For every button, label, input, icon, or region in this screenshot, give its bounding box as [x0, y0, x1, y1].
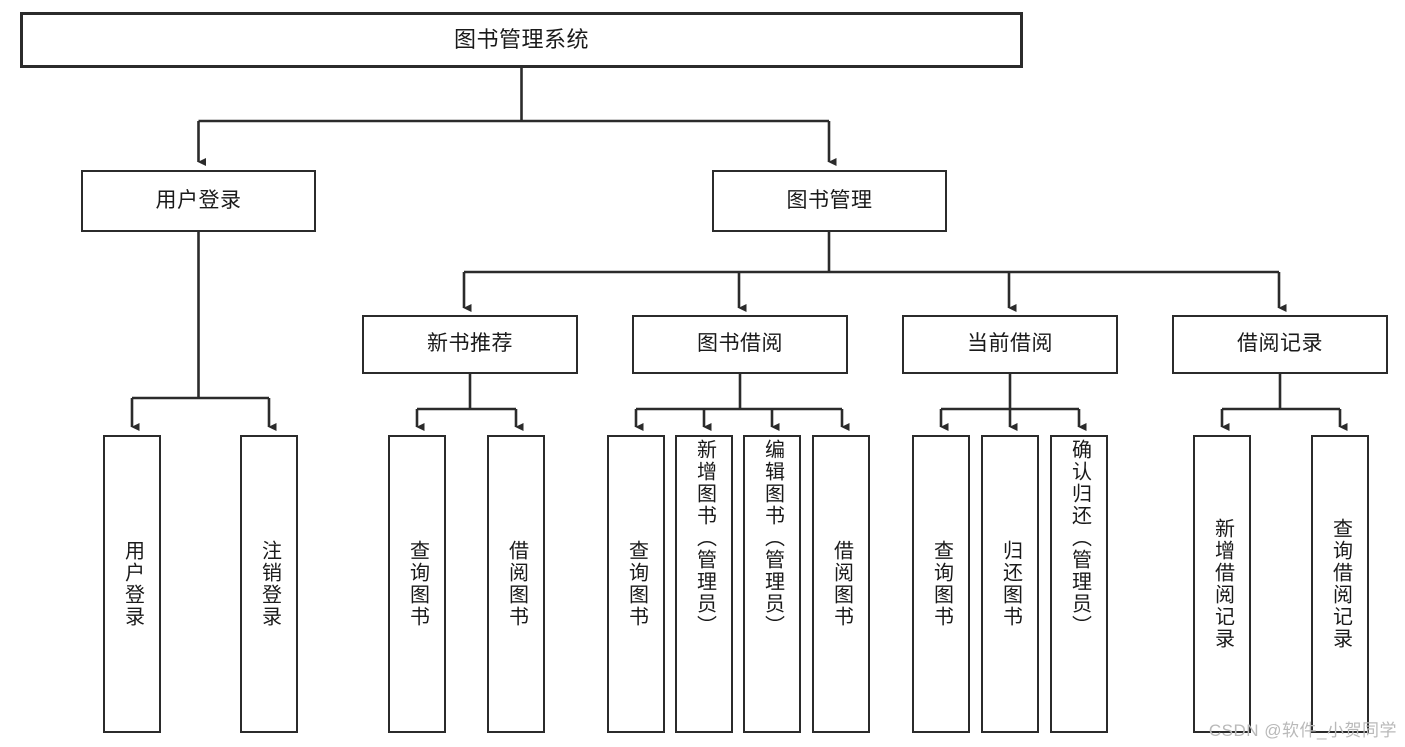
leaf-record-query-record[interactable]: 查询借阅记录 [1311, 435, 1369, 733]
leaf-borrow-edit-book-admin[interactable]: 编辑图书（管理员） [743, 435, 801, 733]
node-label: 查询图书 [406, 540, 429, 628]
leaf-recommend-query-book[interactable]: 查询图书 [388, 435, 446, 733]
leaf-borrow-query-book[interactable]: 查询图书 [607, 435, 665, 733]
leaf-current-query-book[interactable]: 查询图书 [912, 435, 970, 733]
node-label: 用户登录 [121, 540, 144, 628]
node-label: 新书推荐 [427, 332, 513, 356]
node-label: 编辑图书（管理员） [761, 439, 784, 637]
leaf-current-confirm-return-admin[interactable]: 确认归还（管理员） [1050, 435, 1108, 733]
leaf-recommend-borrow-book[interactable]: 借阅图书 [487, 435, 545, 733]
node-borrow-record[interactable]: 借阅记录 [1172, 315, 1388, 374]
node-label: 注销登录 [258, 540, 281, 628]
node-label: 查询图书 [625, 540, 648, 628]
node-label: 确认归还（管理员） [1068, 439, 1091, 637]
node-label: 查询借阅记录 [1329, 518, 1352, 650]
node-book-borrow[interactable]: 图书借阅 [632, 315, 848, 374]
node-label: 归还图书 [999, 540, 1022, 628]
node-label: 当前借阅 [967, 332, 1053, 356]
leaf-current-return-book[interactable]: 归还图书 [981, 435, 1039, 733]
node-label: 图书借阅 [697, 332, 783, 356]
node-label: 查询图书 [930, 540, 953, 628]
node-label: 新增图书（管理员） [693, 439, 716, 637]
leaf-user-logout[interactable]: 注销登录 [240, 435, 298, 733]
leaf-borrow-borrow-book[interactable]: 借阅图书 [812, 435, 870, 733]
node-user-login[interactable]: 用户登录 [81, 170, 316, 232]
leaf-borrow-add-book-admin[interactable]: 新增图书（管理员） [675, 435, 733, 733]
leaf-user-login[interactable]: 用户登录 [103, 435, 161, 733]
leaf-record-add-record[interactable]: 新增借阅记录 [1193, 435, 1251, 733]
node-root-system[interactable]: 图书管理系统 [20, 12, 1023, 68]
node-label: 新增借阅记录 [1211, 518, 1234, 650]
node-label: 借阅图书 [830, 540, 853, 628]
node-label: 借阅图书 [505, 540, 528, 628]
node-label: 用户登录 [155, 188, 242, 212]
node-label: 图书管理系统 [453, 27, 589, 53]
node-current-borrow[interactable]: 当前借阅 [902, 315, 1118, 374]
node-label: 图书管理 [786, 188, 873, 212]
watermark: CSDN @软件_小贺同学 [1208, 721, 1397, 740]
node-new-book-recommend[interactable]: 新书推荐 [362, 315, 578, 374]
node-book-management[interactable]: 图书管理 [712, 170, 947, 232]
node-label: 借阅记录 [1237, 332, 1323, 356]
